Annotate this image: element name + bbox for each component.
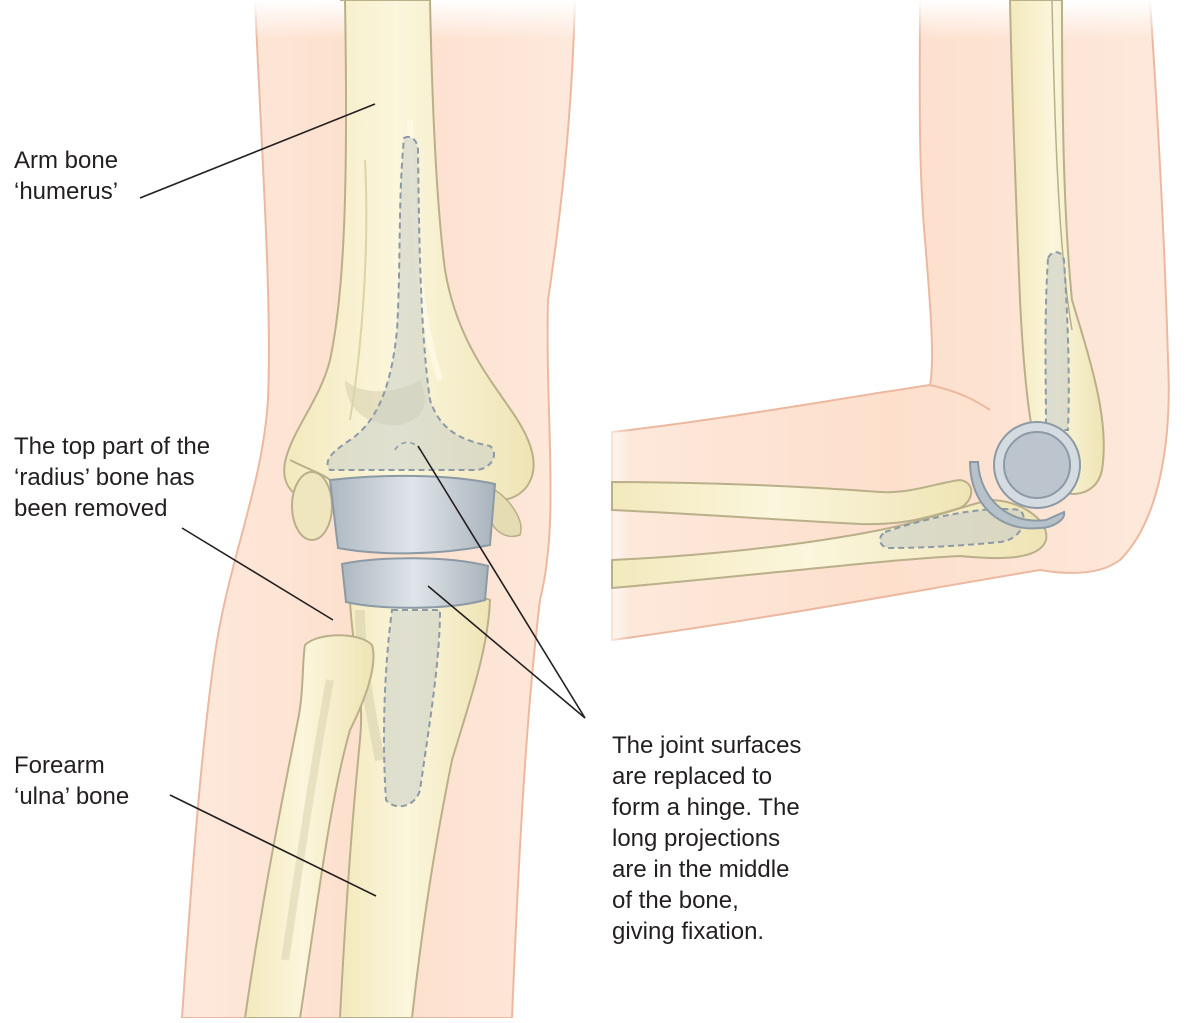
front-view-arm: [182, 0, 590, 1018]
humerus-label-line-2: ‘humerus’: [14, 176, 118, 207]
ulna-label: Forearm ‘ulna’ bone: [14, 750, 129, 812]
side-humeral-implant-stem: [1046, 252, 1069, 430]
joint-label-line-4: long projections: [612, 823, 801, 854]
ulna-label-line-2: ‘ulna’ bone: [14, 781, 129, 812]
radius-label: The top part of the ‘radius’ bone has be…: [14, 431, 210, 524]
joint-label: The joint surfaces are replaced to form …: [612, 730, 801, 947]
joint-label-line-5: are in the middle: [612, 854, 801, 885]
humerus-label: Arm bone ‘humerus’: [14, 145, 118, 207]
ulnar-component: [342, 558, 488, 608]
humeral-component: [330, 476, 495, 553]
radius-label-line-3: been removed: [14, 493, 210, 524]
joint-label-line-6: of the bone,: [612, 885, 801, 916]
humerus-label-line-1: Arm bone: [14, 145, 118, 176]
joint-label-line-2: are replaced to: [612, 761, 801, 792]
joint-label-line-1: The joint surfaces: [612, 730, 801, 761]
radius-label-line-2: ‘radius’ bone has: [14, 462, 210, 493]
side-hinge-disc-inner: [1004, 432, 1070, 498]
joint-label-line-3: form a hinge. The: [612, 792, 801, 823]
side-view-arm: [600, 0, 1170, 650]
radius-label-line-1: The top part of the: [14, 431, 210, 462]
joint-label-line-7: giving fixation.: [612, 916, 801, 947]
ulna-label-line-1: Forearm: [14, 750, 129, 781]
